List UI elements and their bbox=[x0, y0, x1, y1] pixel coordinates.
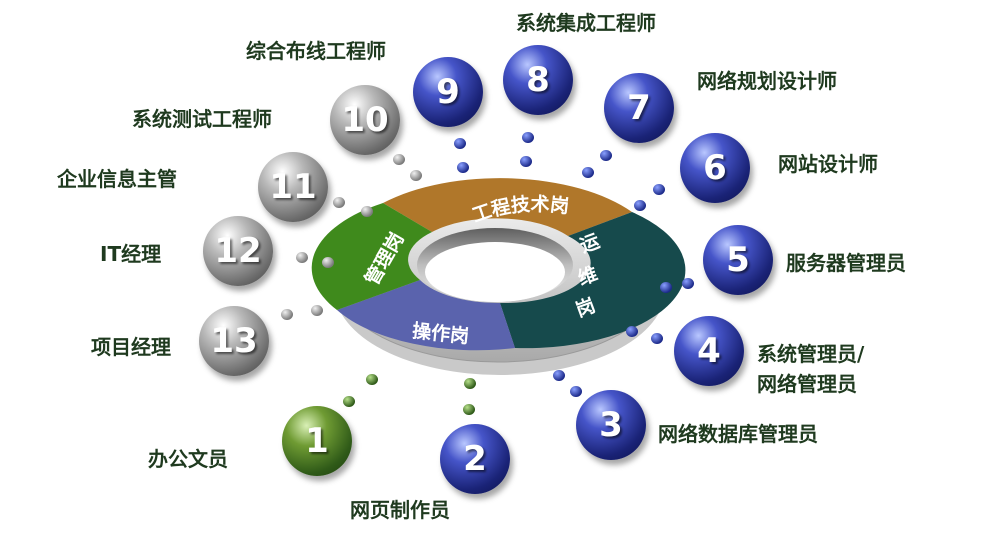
connector-dot bbox=[454, 138, 466, 149]
connector-dot bbox=[463, 404, 475, 415]
connector-dot bbox=[281, 309, 293, 320]
ring-segment-engineering bbox=[383, 178, 632, 236]
node-number: 3 bbox=[599, 405, 623, 445]
node-number: 13 bbox=[210, 321, 258, 361]
node-8: 8 bbox=[503, 45, 573, 115]
connector-dot bbox=[682, 278, 694, 289]
connector-dot bbox=[366, 374, 378, 385]
connector-dot bbox=[660, 282, 672, 293]
node-13: 13 bbox=[199, 306, 269, 376]
node-number: 9 bbox=[436, 72, 460, 112]
node-number: 4 bbox=[697, 331, 721, 371]
node-12-label: IT经理 bbox=[100, 242, 162, 266]
node-2-label: 网页制作员 bbox=[350, 498, 450, 522]
connector-dot bbox=[410, 170, 422, 181]
node-1: 1 bbox=[282, 406, 352, 476]
node-6: 6 bbox=[680, 133, 750, 203]
node-4: 4 bbox=[674, 316, 744, 386]
node-13-label: 项目经理 bbox=[91, 335, 171, 359]
node-3: 3 bbox=[576, 390, 646, 460]
connector-dot bbox=[520, 156, 532, 167]
node-number: 8 bbox=[526, 60, 550, 100]
node-number: 7 bbox=[627, 88, 651, 128]
ring-hole-inner bbox=[425, 242, 565, 302]
node-number: 10 bbox=[341, 100, 389, 140]
connector-dot bbox=[311, 305, 323, 316]
node-11-label: 企业信息主管 bbox=[57, 167, 177, 191]
connector-dot bbox=[522, 132, 534, 143]
node-7-label: 网络规划设计师 bbox=[697, 69, 837, 93]
node-4-label-line2: 网络管理员 bbox=[757, 372, 857, 396]
connector-dot bbox=[296, 252, 308, 263]
ring-segment-management bbox=[311, 203, 432, 310]
node-4-label: 系统管理员/ bbox=[757, 342, 865, 366]
connector-dot bbox=[464, 378, 476, 389]
connector-dot bbox=[322, 257, 334, 268]
ring-segment-operations bbox=[500, 212, 686, 349]
node-2: 2 bbox=[440, 424, 510, 494]
connector-dot bbox=[553, 370, 565, 381]
node-11: 11 bbox=[258, 152, 328, 222]
connector-dot bbox=[653, 184, 665, 195]
connector-dot bbox=[634, 200, 646, 211]
node-9-label: 综合布线工程师 bbox=[246, 39, 386, 63]
node-number: 2 bbox=[463, 439, 487, 479]
connector-dot bbox=[600, 150, 612, 161]
connector-dot bbox=[457, 162, 469, 173]
connector-dot bbox=[343, 396, 355, 407]
node-1-label: 办公文员 bbox=[148, 447, 228, 471]
ring-segment-operator bbox=[337, 280, 515, 351]
connector-dot bbox=[570, 386, 582, 397]
node-6-label: 网站设计师 bbox=[778, 152, 878, 176]
node-5: 5 bbox=[703, 225, 773, 295]
node-8-label: 系统集成工程师 bbox=[516, 11, 656, 35]
node-number: 11 bbox=[269, 167, 317, 207]
node-9: 9 bbox=[413, 57, 483, 127]
node-7: 7 bbox=[604, 73, 674, 143]
node-number: 5 bbox=[726, 240, 750, 280]
node-12: 12 bbox=[203, 216, 273, 286]
connector-dot bbox=[582, 167, 594, 178]
node-5-label: 服务器管理员 bbox=[786, 251, 906, 275]
connector-dot bbox=[361, 206, 373, 217]
connector-dot bbox=[651, 333, 663, 344]
node-number: 1 bbox=[305, 421, 329, 461]
node-10: 10 bbox=[330, 85, 400, 155]
node-10-label: 系统测试工程师 bbox=[132, 107, 272, 131]
node-number: 6 bbox=[703, 148, 727, 188]
connector-dot bbox=[626, 326, 638, 337]
connector-dot bbox=[333, 197, 345, 208]
connector-dot bbox=[393, 154, 405, 165]
node-number: 12 bbox=[214, 231, 262, 271]
node-3-label: 网络数据库管理员 bbox=[658, 422, 818, 446]
